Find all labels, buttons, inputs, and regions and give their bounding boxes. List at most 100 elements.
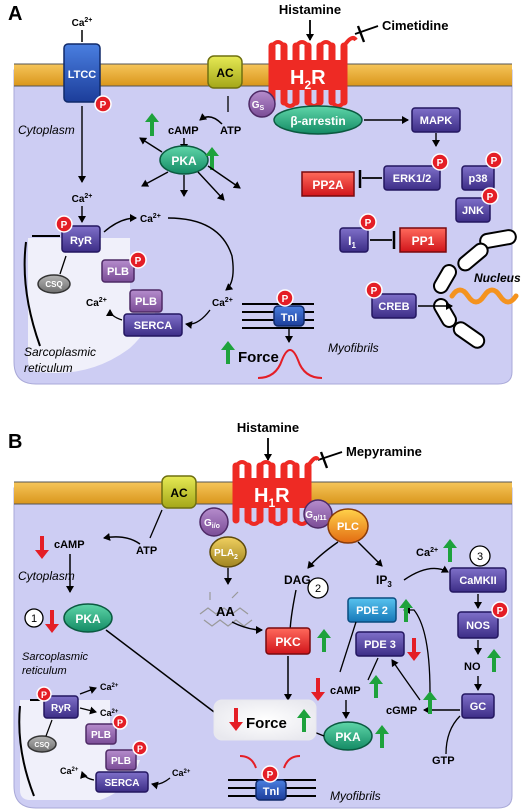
svg-text:P: P [137, 744, 143, 754]
beta-arrestin: β-arrestin [273, 105, 363, 135]
pde2-box: PDE 2 [347, 597, 397, 623]
nos-box: NOS [457, 611, 499, 639]
ca-serca-left-b: Ca2+ [60, 766, 79, 776]
aa-structure: AA [199, 591, 253, 627]
myofibril-b: TnI P [228, 755, 316, 801]
phospho-ltcc [94, 95, 112, 113]
svg-text:AC: AC [170, 486, 188, 500]
h2r-label: H2R [290, 67, 326, 92]
pp2a-box: PP2A [301, 171, 355, 197]
myofibrils-label-b: Myofibrils [330, 789, 381, 803]
svg-text:RyR: RyR [51, 703, 72, 714]
force-up-arrow-a [221, 341, 235, 364]
atp-label-a: ATP [220, 125, 241, 137]
histamine-label-a: Histamine [279, 2, 341, 17]
svg-text:PLB: PLB [91, 730, 111, 741]
pka1-b: PKA [63, 603, 113, 633]
sr-label-b2: reticulum [22, 665, 67, 677]
csq-a: CSQ [37, 274, 71, 294]
p38-box: p38 [461, 165, 495, 191]
pka2-up-arrow [375, 725, 389, 748]
mapk-box: MAPK [411, 107, 461, 133]
svg-text:PLC: PLC [337, 521, 359, 533]
svg-text:PLB: PLB [107, 266, 129, 278]
force-label-a: Force [238, 349, 279, 366]
sr-label-a2: reticulum [24, 361, 73, 375]
force-up-arrow-b [297, 709, 311, 732]
pka2-b: PKA [323, 721, 373, 751]
svg-text:P: P [365, 218, 372, 229]
svg-text:Gq/11: Gq/11 [305, 510, 327, 522]
svg-text:P: P [61, 220, 68, 231]
cytoplasm-label-b: Cytoplasm [18, 569, 75, 583]
camp-mid-up-arrow [369, 675, 383, 698]
svg-text:PDE 2: PDE 2 [356, 605, 388, 617]
creb-box: CREB [371, 293, 417, 319]
panel-b-letter: B [8, 431, 22, 453]
ca-up-arrow-b [443, 539, 457, 562]
svg-text:PKA: PKA [335, 730, 361, 744]
gio-protein: Gi/o [199, 507, 229, 537]
force-box-b: Force [213, 699, 317, 741]
pka-up-arrow-a [205, 147, 219, 170]
svg-text:2: 2 [315, 583, 321, 595]
myofibril-a: TnI P [242, 289, 314, 329]
ip3-label: IP3 [376, 573, 392, 589]
panel-a-letter: A [8, 3, 22, 25]
pde3-box: PDE 3 [355, 631, 405, 657]
ca-label-b: Ca2+ [416, 547, 438, 559]
h2-receptor: H2R [268, 36, 358, 108]
camp-label-a: cAMP [168, 125, 199, 137]
gtp-label: GTP [432, 755, 455, 767]
serca-a: SERCA [123, 313, 183, 337]
svg-text:PKA: PKA [75, 612, 101, 626]
ca-mid-label-a: Ca2+ [72, 193, 93, 205]
erk-box: ERK1/2 [383, 165, 441, 191]
svg-text:p38: p38 [469, 173, 488, 185]
ca-serca-right-b: Ca2+ [172, 768, 191, 778]
cytoplasm-label-a: Cytoplasm [18, 123, 75, 137]
svg-text:GC: GC [470, 701, 487, 713]
camp-up-arrow-a [145, 113, 159, 136]
pde3-down-arrow [407, 638, 421, 661]
svg-text:TnI: TnI [281, 312, 298, 324]
gq-protein: Gq/11 [303, 499, 333, 529]
svg-text:JNK: JNK [462, 205, 484, 217]
plb1-b: PLB [85, 723, 117, 745]
csq-b: CSQ [27, 735, 57, 753]
aa-label: AA [216, 604, 235, 619]
camkii-box: CaMKII [449, 567, 507, 593]
gc-box: GC [461, 693, 495, 719]
svg-text:PKC: PKC [275, 635, 301, 649]
camp-mid-down-arrow [311, 678, 325, 701]
svg-text:CaMKII: CaMKII [459, 575, 496, 587]
svg-text:P: P [437, 158, 444, 169]
marker-1 [24, 608, 44, 628]
svg-text:P: P [487, 192, 494, 203]
svg-text:Ca2+: Ca2+ [100, 708, 119, 718]
svg-text:Gi/o: Gi/o [204, 518, 220, 530]
pka-a: PKA [159, 145, 209, 175]
plb1-a: PLB [101, 259, 135, 283]
cgmp-up-arrow [423, 691, 437, 714]
pkc-up-arrow [317, 629, 331, 652]
plb2-b: PLB [105, 749, 137, 771]
dag-label: DAG [284, 573, 311, 587]
no-label: NO [464, 661, 481, 673]
cimetidine-label: Cimetidine [382, 18, 448, 33]
force-label-b: Force [246, 715, 287, 732]
ca-top-label-a: Ca2+ [72, 17, 93, 29]
sr-label-a1: Sarcoplasmic [24, 345, 96, 359]
svg-text:AC: AC [216, 66, 234, 80]
svg-text:P: P [100, 100, 107, 111]
nucleus-label: Nucleus [474, 271, 521, 285]
ca-serca-left-a: Ca2+ [86, 297, 107, 309]
svg-text:ERK1/2: ERK1/2 [393, 173, 432, 185]
panel-b: B Histamine Mepyramine H1R AC [8, 420, 513, 809]
svg-text:CSQ: CSQ [45, 280, 62, 289]
plb2-a: PLB [129, 289, 163, 313]
mepyramine-label: Mepyramine [346, 444, 422, 459]
svg-text:NOS: NOS [466, 620, 490, 632]
svg-text:GS: GS [252, 100, 265, 112]
